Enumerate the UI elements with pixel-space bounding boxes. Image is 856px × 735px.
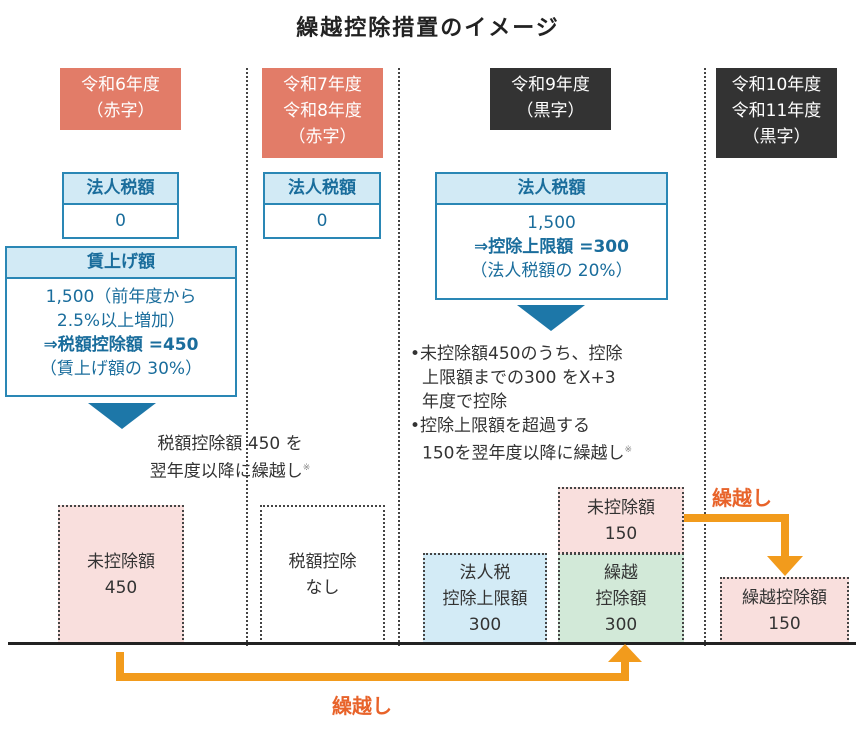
column-divider bbox=[246, 68, 248, 646]
bar-value: 150 bbox=[604, 523, 638, 544]
box-note: （賃上げ額の 30%） bbox=[39, 359, 203, 379]
column-divider bbox=[704, 68, 706, 646]
column-divider bbox=[398, 68, 400, 646]
year-status: （黒字） bbox=[742, 127, 811, 147]
box-value: 0 bbox=[316, 211, 328, 231]
year-header-r6: 令和6年度 （赤字） bbox=[60, 68, 181, 130]
year-header-r10-r11: 令和10年度令和11年度 （黒字） bbox=[716, 68, 837, 158]
carryover-label: 繰越し bbox=[712, 486, 772, 510]
year-label: 令和6年度 bbox=[81, 75, 160, 95]
bar-label: 繰越控除額 bbox=[742, 587, 827, 608]
down-triangle-icon bbox=[88, 403, 156, 429]
bullet-list: •未控除額450のうち、控除 上限額までの300 をX+3 年度で控除 •控除上… bbox=[410, 342, 702, 466]
bottom-arrow-icon bbox=[116, 652, 629, 681]
note-line: 翌年度以降に繰越し bbox=[149, 461, 303, 482]
bar-label: 控除上限額 bbox=[442, 588, 528, 609]
bullet-line: 150を翌年度以降に繰越し bbox=[422, 443, 625, 464]
year-label: 令和7年度 bbox=[283, 75, 362, 95]
credit-limit-bar: 法人税控除上限額 300 bbox=[423, 553, 547, 644]
bar-value: 150 bbox=[768, 613, 801, 634]
year-label: 令和9年度 bbox=[511, 75, 590, 95]
corporate-tax-box: 法人税額 1,500 ⇒控除上限額 =300 （法人税額の 20%） bbox=[435, 172, 668, 300]
carryover-label: 繰越し bbox=[332, 694, 392, 718]
year-header-r9: 令和9年度 （黒字） bbox=[490, 68, 611, 130]
carryover-credit-bar: 繰越控除額 150 bbox=[720, 577, 849, 644]
top-arrow-icon bbox=[684, 514, 789, 560]
down-triangle-icon bbox=[517, 305, 585, 331]
box-note: （法人税額の 20%） bbox=[470, 261, 633, 281]
bar-label: なし bbox=[305, 577, 340, 598]
box-header: 賃上げ額 bbox=[7, 248, 235, 279]
bullet-line: 上限額までの300 をX+3 bbox=[422, 368, 616, 388]
baseline bbox=[8, 642, 856, 645]
bar-label: 法人税 bbox=[459, 562, 511, 583]
bar-label: 未控除額 bbox=[587, 497, 655, 518]
year-label: 令和10年度 bbox=[731, 75, 822, 95]
corporate-tax-box: 法人税額 0 bbox=[263, 172, 381, 239]
box-value: ⇒税額控除額 =450 bbox=[43, 335, 199, 355]
bullet-line: 年度で控除 bbox=[422, 392, 507, 412]
bullet-line: •未控除額450のうち、控除 bbox=[410, 344, 623, 364]
corporate-tax-box: 法人税額 0 bbox=[62, 172, 179, 239]
year-status: （赤字） bbox=[288, 127, 357, 147]
box-value: 1,500（前年度から bbox=[45, 287, 197, 307]
footnote-mark: ※ bbox=[624, 445, 632, 455]
bar-label: 繰越 bbox=[604, 562, 638, 583]
box-header: 法人税額 bbox=[437, 174, 666, 205]
bar-label: 未控除額 bbox=[87, 551, 155, 572]
uncredited-amount-bar: 未控除額 450 bbox=[58, 505, 184, 644]
bar-value: 300 bbox=[468, 614, 502, 635]
year-label: 令和11年度 bbox=[731, 101, 822, 121]
year-header-r7-r8: 令和7年度令和8年度 （赤字） bbox=[262, 68, 383, 158]
box-header: 法人税額 bbox=[64, 174, 177, 205]
box-value: 0 bbox=[115, 211, 126, 231]
year-label: 令和8年度 bbox=[283, 101, 362, 121]
wage-increase-box: 賃上げ額 1,500（前年度から 2.5%以上増加） ⇒税額控除額 =450 （… bbox=[5, 246, 237, 397]
box-value: ⇒控除上限額 =300 bbox=[474, 237, 629, 257]
diagram-title: 繰越控除措置のイメージ bbox=[296, 16, 560, 41]
carryover-credit-bar: 繰越控除額 300 bbox=[558, 553, 684, 644]
uncredited-amount-bar: 未控除額 150 bbox=[558, 487, 684, 554]
bullet-line: •控除上限額を超過する bbox=[410, 416, 591, 436]
box-value: 1,500 bbox=[527, 213, 576, 233]
carry-note: 税額控除額 450 を 翌年度以降に繰越し※ bbox=[100, 432, 360, 484]
arrow-head-up-icon bbox=[608, 644, 642, 662]
bar-value: 300 bbox=[604, 614, 638, 635]
bar-label: 税額控除 bbox=[288, 551, 357, 572]
bar-value: 450 bbox=[104, 577, 138, 598]
year-status: （黒字） bbox=[516, 101, 585, 121]
arrow-head-down-icon bbox=[767, 556, 803, 576]
note-line: 税額控除額 450 を bbox=[157, 434, 303, 454]
box-header: 法人税額 bbox=[265, 174, 379, 205]
bar-label: 控除額 bbox=[595, 588, 647, 609]
footnote-mark: ※ bbox=[302, 463, 311, 473]
box-value: 2.5%以上増加） bbox=[56, 311, 186, 331]
year-status: （赤字） bbox=[86, 101, 155, 121]
no-credit-bar: 税額控除なし bbox=[260, 505, 385, 644]
carryover-arrows bbox=[116, 514, 803, 681]
